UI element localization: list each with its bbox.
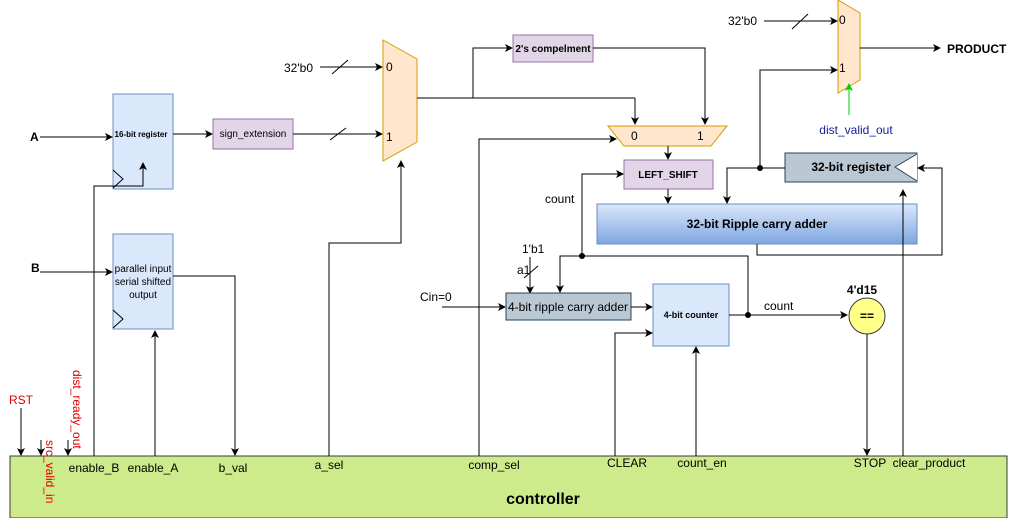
junction-counter-out xyxy=(745,312,751,318)
psso-clock-icon xyxy=(112,309,124,329)
twos-complement-label: 2's compelment xyxy=(515,44,591,55)
port-clear: CLEAR xyxy=(607,456,647,470)
mux1-in0-label: 0 xyxy=(386,60,393,74)
port-clear-product: clear_product xyxy=(893,456,966,470)
bus-slash-signext xyxy=(329,127,347,141)
mux1-in1-label: 1 xyxy=(386,130,393,144)
count-label-left: count xyxy=(545,192,575,206)
register-16bit-label: 16-bit register xyxy=(115,130,168,139)
wire-adder32-to-reg32 xyxy=(756,164,943,256)
port-count-en: count_en xyxy=(677,456,726,470)
port-stop: STOP xyxy=(854,456,886,470)
wire-enable-b xyxy=(93,162,147,456)
cin-label: Cin=0 xyxy=(420,290,452,304)
register-32bit-label: 32-bit register xyxy=(811,160,891,174)
mux3-in1-label: 1 xyxy=(839,61,846,75)
signal-dist-ready-out: dist_ready_out xyxy=(70,370,84,449)
mux3-in0-label: 0 xyxy=(839,13,846,27)
register-32bit-clock-icon xyxy=(894,153,918,182)
wire-a-sel xyxy=(328,160,405,456)
mux-2 xyxy=(606,125,729,147)
wire-count-to-leftshift xyxy=(581,170,624,256)
const-32b0-mux1: 32'b0 xyxy=(284,61,313,75)
ripple-carry-adder-4bit xyxy=(505,292,632,321)
port-enable-b: enable_B xyxy=(69,461,120,475)
wire-reg32-to-mux3 xyxy=(759,66,838,168)
signal-rst: RST xyxy=(9,393,34,407)
twos-complement-block xyxy=(512,34,594,63)
counter-4bit-label: 4-bit counter xyxy=(664,310,719,320)
counter-4bit xyxy=(652,283,730,347)
ripple-carry-adder-32bit xyxy=(596,203,918,245)
wire-comp-sel xyxy=(478,135,617,456)
mux2-in0-label: 0 xyxy=(631,129,638,143)
comparator-label: == xyxy=(860,309,874,323)
output-product-label: PRODUCT xyxy=(947,42,1007,56)
const-4d15: 4'd15 xyxy=(847,283,878,297)
input-b-label: B xyxy=(31,261,40,275)
mux-3 xyxy=(837,0,861,94)
controller-block xyxy=(9,455,1008,518)
signal-dist-valid-out: dist_valid_out xyxy=(819,123,893,137)
ripple-carry-adder-4bit-label: 4-bit ripple carry adder xyxy=(508,300,628,314)
sign-extension-label: sign_extension xyxy=(220,129,287,140)
bus-slash-mux3 xyxy=(791,13,809,30)
count-label-right: count xyxy=(764,299,794,313)
port-enable-a: enable_A xyxy=(128,461,179,475)
wire-b-val xyxy=(173,275,239,456)
mux-1 xyxy=(382,39,418,162)
psso-label-line3: output xyxy=(129,290,157,301)
bus-slash-mux1 xyxy=(331,59,349,75)
mux2-in1-label: 1 xyxy=(697,129,704,143)
wire-mux1-to-twos xyxy=(472,44,513,98)
register-16bit-clock-icon xyxy=(112,169,124,189)
input-a-label: A xyxy=(30,130,39,144)
a1-label: a1 xyxy=(517,263,531,277)
sign-extension-block xyxy=(212,118,294,150)
port-a-sel: a_sel xyxy=(315,458,344,472)
const-32b0-mux3: 32'b0 xyxy=(728,14,757,28)
port-comp-sel: comp_sel xyxy=(468,458,519,472)
wire-reg32-to-adder32 xyxy=(723,167,760,204)
left-shift-label: LEFT_SHIFT xyxy=(638,170,697,181)
left-shift-block xyxy=(623,159,714,190)
signal-src-valid-in: src_valid_in xyxy=(43,440,57,503)
psso-label-line1: parallel input xyxy=(115,264,172,275)
psso-register xyxy=(112,233,174,330)
psso-label-line2: serial shifted xyxy=(115,277,171,288)
wire-twos-to-mux2 xyxy=(593,47,709,125)
ripple-carry-adder-32bit-label: 32-bit Ripple carry adder xyxy=(687,217,828,231)
bus-slash-a1 xyxy=(523,265,539,279)
port-b-val: b_val xyxy=(219,461,248,475)
const-1b1: 1'b1 xyxy=(522,242,545,256)
wire-count-feedback xyxy=(556,255,749,315)
wire-clear xyxy=(614,329,653,456)
controller-label: controller xyxy=(506,491,580,508)
